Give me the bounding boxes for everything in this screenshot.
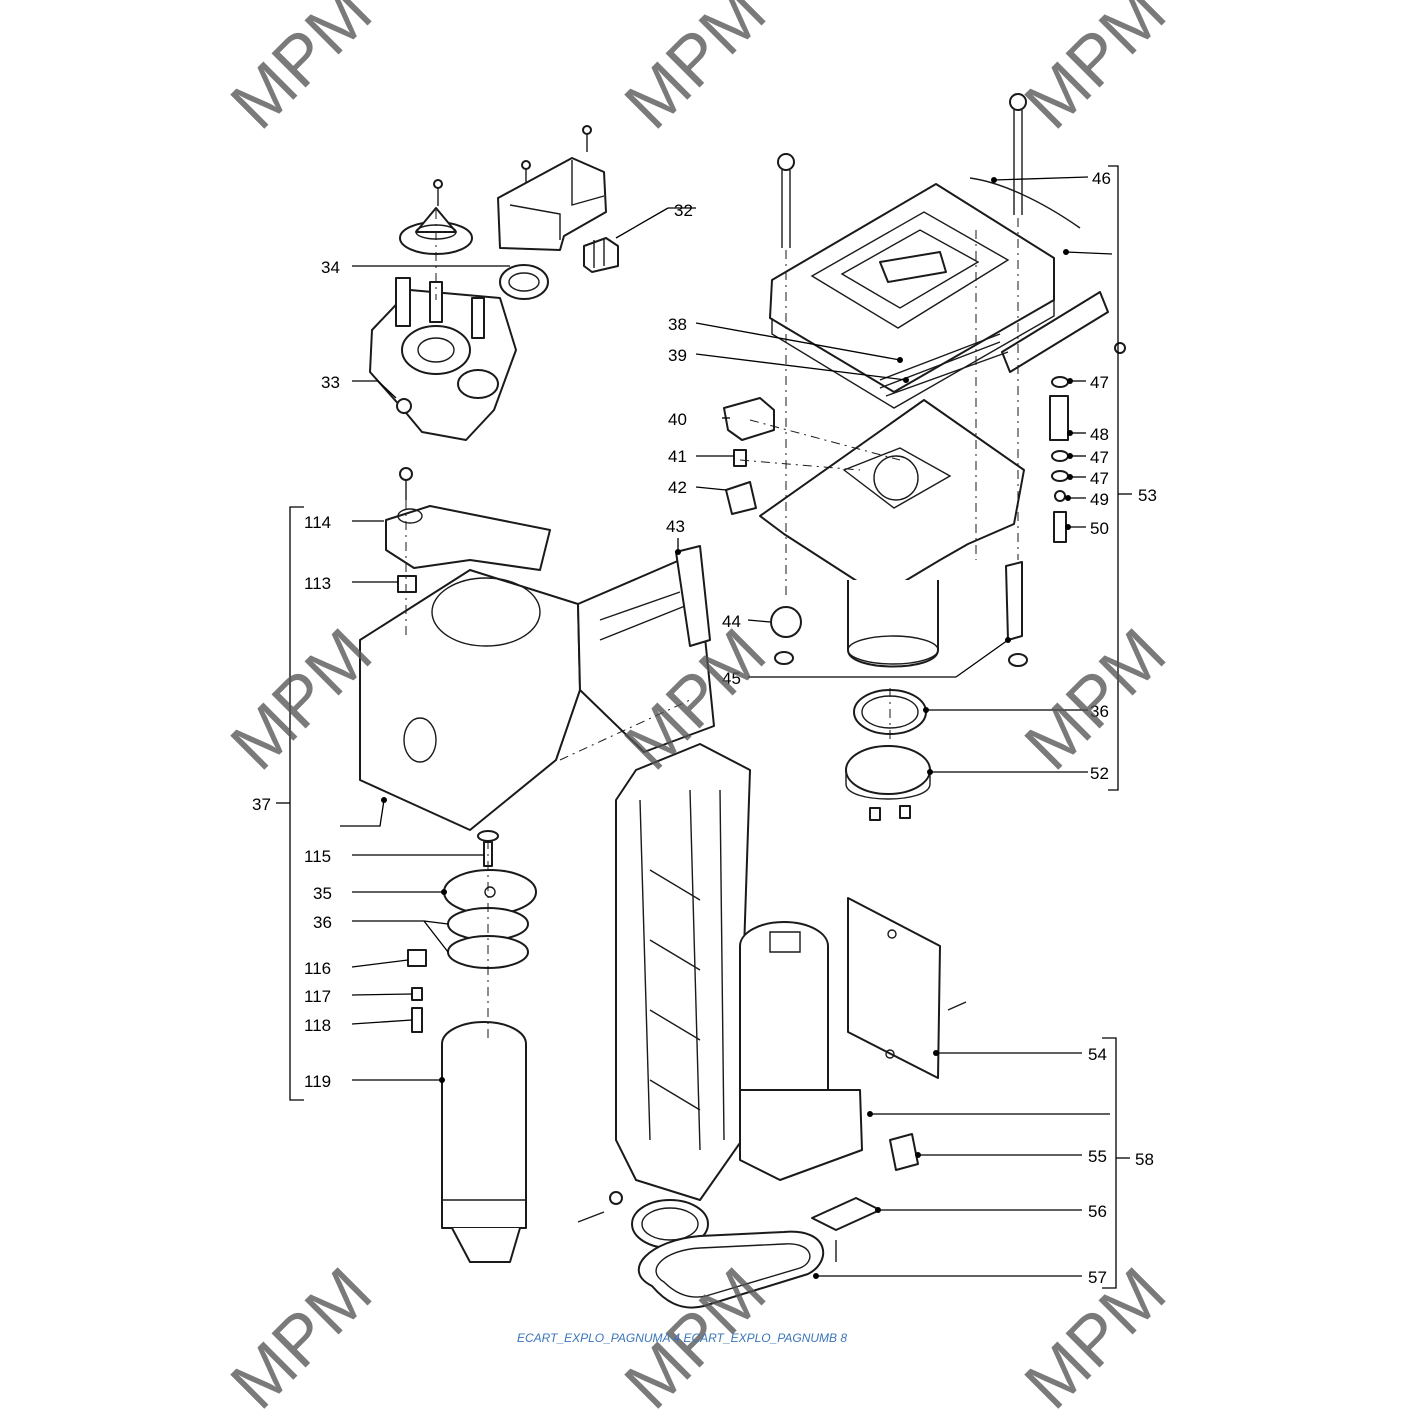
callout-50: 50 — [1090, 519, 1109, 538]
motor — [739, 921, 829, 1111]
callout-116: 116 — [304, 959, 331, 978]
callout-52: 52 — [1090, 764, 1109, 783]
spring-41 — [733, 449, 747, 467]
lever-114 — [385, 505, 551, 571]
callout-37: 37 — [252, 795, 271, 814]
callout-32: 32 — [674, 201, 693, 220]
callout-44: 44 — [722, 612, 741, 631]
callout-39: 39 — [668, 346, 687, 365]
base-plate — [759, 399, 1025, 597]
callout-47: 47 — [1090, 469, 1109, 488]
callout-117: 117 — [304, 987, 331, 1006]
callout-47: 47 — [1090, 373, 1109, 392]
callout-49: 49 — [1090, 490, 1109, 509]
callout-42: 42 — [668, 478, 687, 497]
board-54 — [847, 897, 967, 1079]
oval-gasket-34 — [499, 264, 549, 300]
callout-53: 53 — [1138, 486, 1157, 505]
spring-113 — [397, 575, 417, 593]
brew-unit-block — [359, 559, 715, 831]
callout-118: 118 — [304, 1016, 331, 1035]
shaft-45 — [1005, 561, 1028, 667]
callout-47: 47 — [1090, 448, 1109, 467]
callout-45: 45 — [722, 669, 741, 688]
callout-57: 57 — [1088, 1268, 1107, 1287]
callout-34: 34 — [321, 258, 340, 277]
bracket-cover — [497, 157, 607, 251]
callout-43: 43 — [666, 517, 685, 536]
callout-36: 36 — [313, 913, 332, 932]
callout-40: 40 — [668, 410, 687, 429]
callout-56: 56 — [1088, 1202, 1107, 1221]
callout-35: 35 — [313, 884, 332, 903]
callouts: 32 34 33 46 38 39 47 40 48 41 47 47 42 5… — [252, 169, 1157, 1287]
piston-119 — [441, 1021, 527, 1263]
watermark: MPM — [610, 0, 781, 143]
callout-115: 115 — [304, 847, 331, 866]
cylinder-unit — [847, 580, 939, 668]
belt-57 — [637, 1230, 825, 1309]
callout-54: 54 — [1088, 1045, 1107, 1064]
callout-114: 114 — [304, 513, 331, 532]
callout-41: 41 — [668, 447, 687, 466]
watermark: MPM — [216, 0, 387, 143]
cover-screws — [433, 125, 592, 206]
bracket-40 — [723, 397, 775, 441]
footer-caption: ECART_EXPLO_PAGNUMA 4 ECART_EXPLO_PAGNUM… — [517, 1331, 847, 1345]
bracket-43 — [675, 545, 711, 647]
watermark: MPM — [1010, 614, 1181, 785]
switch-55 — [889, 1133, 919, 1171]
filter-52 — [845, 745, 931, 821]
assembly-lines — [405, 210, 1019, 1040]
callout-46: 46 — [1092, 169, 1111, 188]
switch-part-32 — [583, 237, 619, 273]
bracket-42 — [725, 481, 757, 515]
callout-55: 55 — [1088, 1147, 1107, 1166]
callout-33: 33 — [321, 373, 340, 392]
long-screw-right — [1009, 93, 1027, 215]
callout-58: 58 — [1135, 1150, 1154, 1169]
leader-lines — [276, 165, 1132, 1289]
watermark: MPM — [216, 1253, 387, 1422]
gearbox-base — [739, 1089, 863, 1181]
small-hardware-47-50 — [1049, 376, 1069, 543]
valve-body-33 — [369, 277, 517, 441]
gear-wheel — [577, 1191, 709, 1249]
top-screw — [399, 467, 413, 500]
callout-38: 38 — [668, 315, 687, 334]
gear-44 — [770, 606, 802, 665]
callout-48: 48 — [1090, 425, 1109, 444]
main-frame — [615, 743, 751, 1201]
tubes-38-39 — [879, 333, 1009, 397]
valve-116-118 — [407, 949, 427, 1033]
watermark: MPM — [1010, 0, 1181, 143]
callout-36: 36 — [1090, 702, 1109, 721]
callout-119: 119 — [304, 1072, 331, 1091]
heater-plate — [769, 177, 1081, 409]
long-screw-left — [777, 153, 795, 248]
callout-113: 113 — [304, 574, 331, 593]
terminal-strip — [1001, 291, 1126, 373]
